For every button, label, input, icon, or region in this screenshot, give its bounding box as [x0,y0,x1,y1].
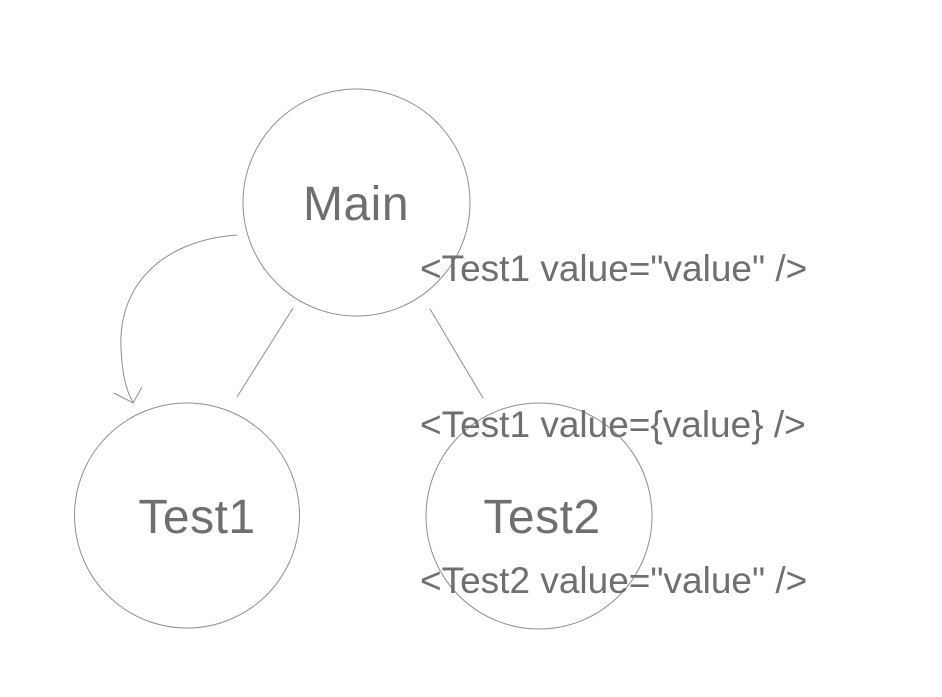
curved-arrow-main-test1 [120,234,238,403]
edge-main-test1 [236,307,294,398]
code-line-3: <Test2 value="value" /> [420,560,808,601]
curved-arrow-head [113,386,143,404]
node-circle-test2 [425,402,653,630]
code-annotation: <Test1 value="value" /> <Test1 value={va… [420,139,807,697]
node-label-main: Main [302,178,410,231]
node-label-test1: Test1 [138,491,256,544]
code-line-1: <Test1 value="value" /> [420,248,808,289]
node-circle-test1 [74,402,300,629]
node-circle-main [242,88,471,317]
edge-main-test2 [429,308,484,399]
code-line-2: <Test1 value={value} /> [420,404,806,445]
node-label-test2: Test2 [483,491,601,544]
